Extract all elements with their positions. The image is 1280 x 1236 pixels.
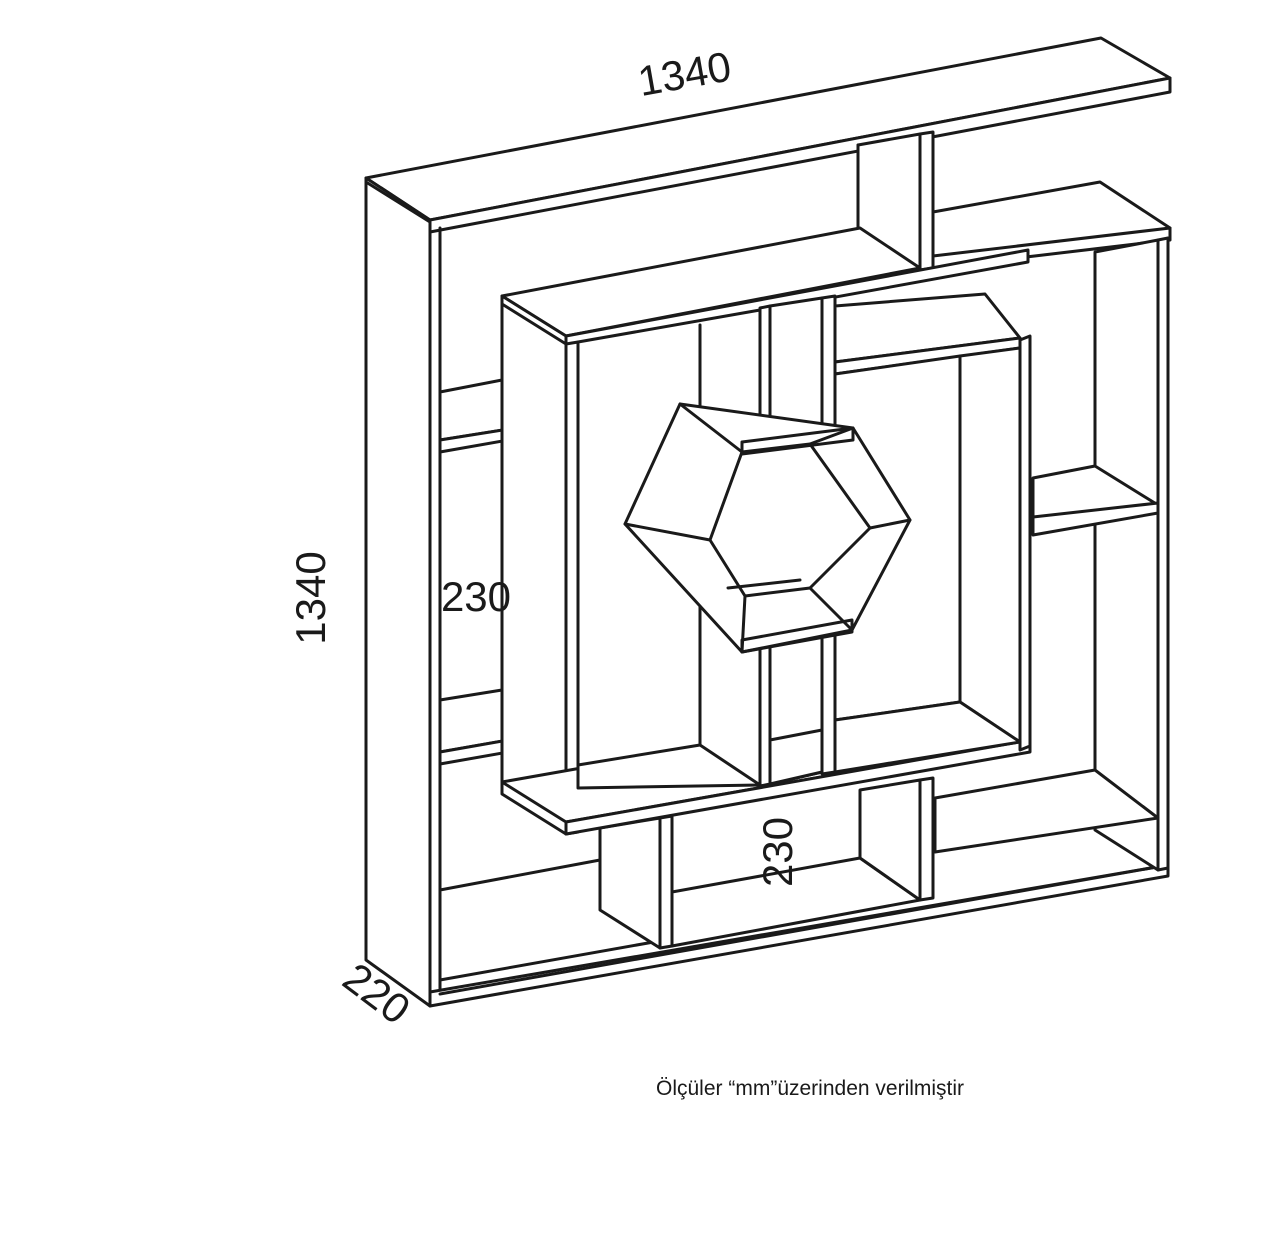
right-column: [933, 236, 1170, 872]
outer-frame: [364, 36, 1172, 1008]
units-footnote: Ölçüler “mm”üzerinden verilmiştir: [656, 1077, 965, 1100]
height-dimension-label: 1340: [287, 551, 334, 644]
inner-width-dimension-label: 230: [754, 817, 801, 887]
hexagon-module: [623, 402, 912, 654]
width-dimension-label: 1340: [634, 42, 734, 105]
inner-height-dimension-label: 230: [441, 573, 511, 620]
